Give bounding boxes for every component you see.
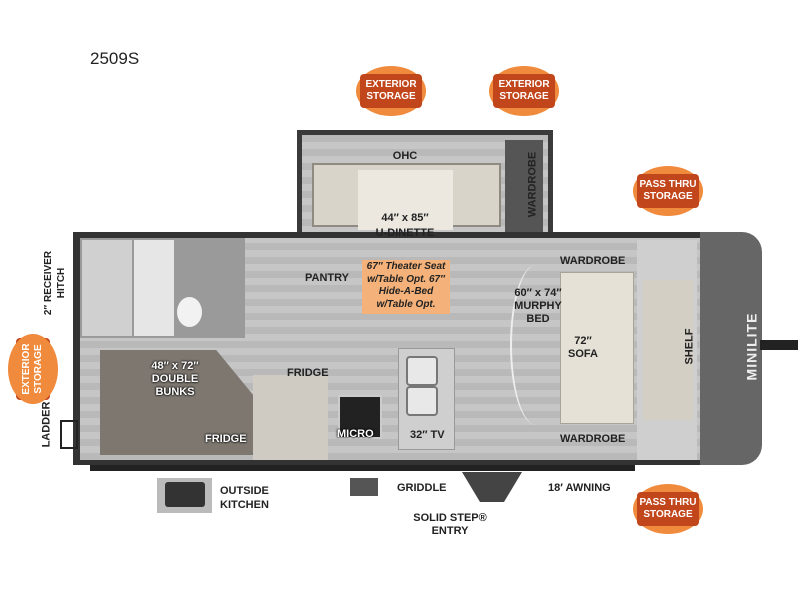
exterior-storage-badge: EXTERIOR STORAGE <box>16 338 50 400</box>
pantry-label: PANTRY <box>305 272 349 284</box>
exterior-storage-badge: EXTERIOR STORAGE <box>356 66 426 116</box>
fridge-kitchen-label: FRIDGE <box>287 367 329 379</box>
hitch-icon <box>760 340 798 350</box>
ladder-icon <box>60 420 78 449</box>
stove-icon <box>338 395 382 439</box>
cooktop-icon <box>165 482 205 507</box>
sink-basin <box>406 386 438 416</box>
pass-thru-storage-badge: PASS THRU STORAGE <box>633 166 703 216</box>
badge-text: EXTERIOR STORAGE <box>498 79 550 102</box>
badge-text: PASS THRU STORAGE <box>639 497 697 520</box>
wardrobe-slide-box <box>505 140 543 232</box>
frame-bottom <box>90 465 635 471</box>
tub <box>134 240 174 336</box>
shelf-label: SHELF <box>683 328 696 365</box>
bunks-label: 48″ x 72″ DOUBLE BUNKS <box>151 360 199 398</box>
seating-options-note: 67″ Theater Seat w/Table Opt. 67″ Hide-A… <box>362 260 450 314</box>
model-title: 2509S <box>90 49 140 68</box>
sofa <box>560 272 634 424</box>
badge-text: PASS THRU STORAGE <box>639 179 697 202</box>
front-bed <box>643 280 693 420</box>
griddle-icon <box>350 478 378 496</box>
ladder-label: LADDER <box>40 401 53 448</box>
kitchen-counter <box>253 375 328 460</box>
shower <box>82 240 132 336</box>
sofa-label: 72″ SOFA <box>568 335 598 360</box>
badge-text: EXTERIOR STORAGE <box>21 343 44 395</box>
ohc-label: OHC <box>392 150 418 162</box>
dinette-label: U-DINETTE <box>375 227 435 239</box>
wardrobe-top-label: WARDROBE <box>560 255 626 267</box>
entry-step-icon <box>462 472 522 502</box>
sink-basin <box>406 356 438 386</box>
pass-thru-storage-badge: PASS THRU STORAGE <box>633 484 703 534</box>
toilet-icon <box>177 297 202 327</box>
murphy-bed-outline <box>510 265 562 425</box>
tv-label: 32″ TV <box>410 429 445 441</box>
fridge-bunk-label: FRIDGE <box>205 433 247 445</box>
wardrobe-bottom-label: WARDROBE <box>560 433 626 445</box>
micro-label: MICRO <box>337 428 374 440</box>
outside-kitchen-label: OUTSIDE KITCHEN <box>220 485 269 511</box>
wardrobe-slide-label: WARDROBE <box>526 151 539 218</box>
dinette-size: 44″ x 85″ <box>381 212 429 224</box>
exterior-storage-badge: EXTERIOR STORAGE <box>489 66 559 116</box>
hitch-label: 2″ RECEIVER HITCH <box>43 250 67 316</box>
awning-label: 18′ AWNING <box>548 482 611 494</box>
brand-logo: MINILITE <box>743 312 760 381</box>
dinette-table <box>358 170 453 230</box>
badge-text: EXTERIOR STORAGE <box>365 79 417 102</box>
entry-label: SOLID STEP® ENTRY <box>413 512 487 537</box>
murphy-bed-label: 60″ x 74″ MURPHY BED <box>514 287 562 325</box>
front-cap <box>700 232 762 465</box>
bunk-area <box>100 350 255 455</box>
griddle-label: GRIDDLE <box>397 482 447 494</box>
